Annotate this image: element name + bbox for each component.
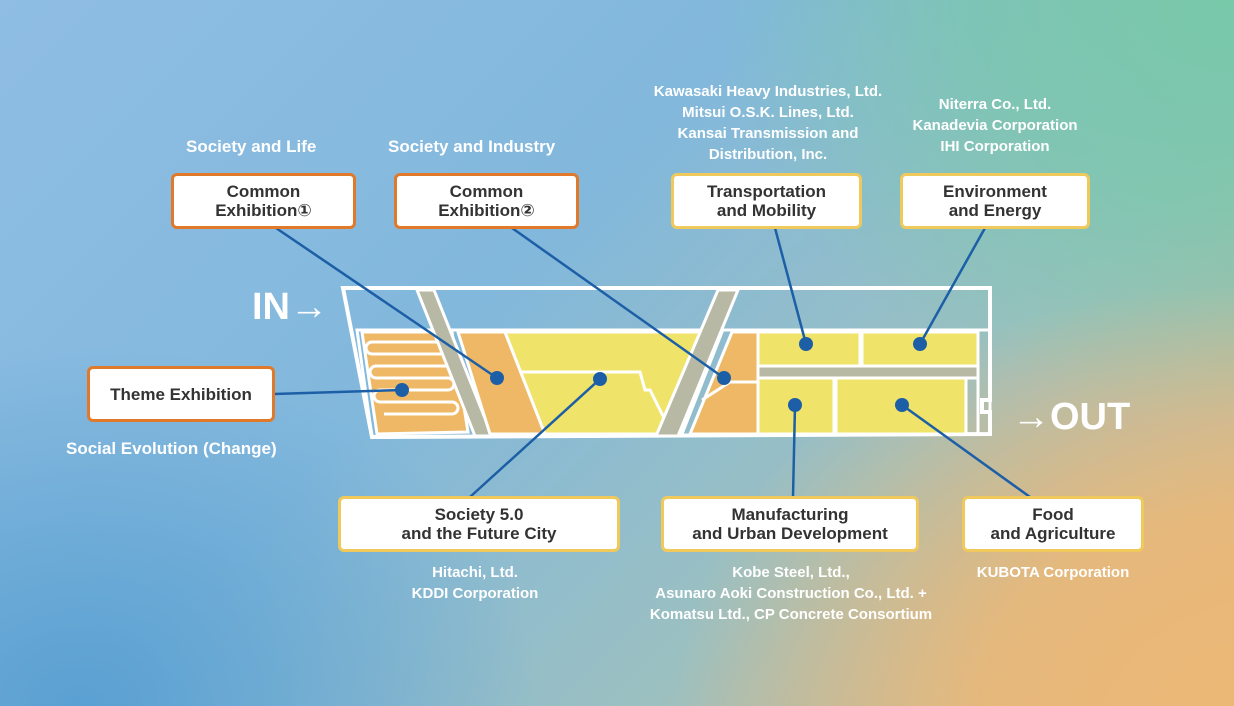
common-exhibition-2-path [701, 380, 758, 402]
connector-common-2 [511, 226, 725, 380]
sponsors-food: KUBOTA Corporation [958, 562, 1148, 583]
sponsor-line: Kansai Transmission and [677, 125, 859, 142]
inner-outline [355, 328, 992, 439]
dot-food [895, 398, 909, 412]
dot-theme [395, 383, 409, 397]
sponsors-society-50: Hitachi, Ltd. KDDI Corporation [390, 562, 560, 604]
box-food-agriculture[interactable]: Food and Agriculture [962, 496, 1144, 552]
sponsor-line: Distribution, Inc. [708, 146, 828, 163]
box-theme-exhibition[interactable]: Theme Exhibition [87, 366, 275, 422]
box-transportation-mobility[interactable]: Transportation and Mobility [671, 173, 862, 229]
sponsor-line: IHI Corporation [940, 138, 1050, 155]
dot-environment [913, 337, 927, 351]
box-society-50[interactable]: Society 5.0 and the Future City [338, 496, 620, 552]
connector-environment [918, 227, 987, 345]
sponsor-line: KUBOTA Corporation [976, 564, 1130, 581]
connector-transportation [773, 227, 808, 345]
dot-common-1 [490, 371, 504, 385]
sponsor-line: Niterra Co., Ltd. [938, 96, 1052, 113]
box-common-exhibition-2[interactable]: Common Exhibition② [394, 173, 579, 229]
corridor-1 [414, 288, 495, 438]
sponsors-environment: Niterra Co., Ltd. Kanadevia Corporation … [898, 94, 1092, 157]
box-environment-energy[interactable]: Environment and Energy [900, 173, 1090, 229]
entrance-label: IN→ [252, 286, 328, 328]
sponsor-line: Kobe Steel, Ltd., [732, 564, 850, 581]
theme-exhibition-zone [360, 330, 470, 436]
caption-society-and-life: Society and Life [186, 137, 317, 156]
box-manufacturing[interactable]: Manufacturing and Urban Development [661, 496, 919, 552]
sponsor-line: Hitachi, Ltd. [432, 564, 518, 581]
sponsor-line: Kawasaki Heavy Industries, Ltd. [653, 83, 883, 100]
connector-food [901, 403, 1031, 499]
dot-common-2 [717, 371, 731, 385]
caption-society-and-industry: Society and Industry [388, 137, 556, 156]
aisle [756, 364, 980, 380]
box-common-exhibition-1[interactable]: Common Exhibition① [171, 173, 356, 229]
sponsor-line: Kanadevia Corporation [912, 117, 1078, 134]
connector-theme [273, 388, 403, 396]
sponsor-line: KDDI Corporation [411, 585, 539, 602]
sponsors-transportation: Kawasaki Heavy Industries, Ltd. Mitsui O… [640, 81, 896, 165]
connector-manufacturing [791, 404, 797, 498]
sponsor-line: Asunaro Aoki Construction Co., Ltd. + [655, 585, 927, 602]
dot-transportation [799, 337, 813, 351]
connector-common-1 [275, 226, 498, 380]
sponsors-manufacturing: Kobe Steel, Ltd., Asunaro Aoki Construct… [624, 562, 958, 625]
exit-label: →OUT [1012, 396, 1131, 438]
end-zone [964, 376, 980, 436]
connector-society-50 [469, 378, 601, 498]
sponsor-line: Komatsu Ltd., CP Concrete Consortium [649, 606, 933, 623]
dot-manufacturing [788, 398, 802, 412]
dot-society-50 [593, 372, 607, 386]
caption-social-evolution: Social Evolution (Change) [66, 439, 277, 458]
sponsor-line: Mitsui O.S.K. Lines, Ltd. [682, 104, 854, 121]
corridor-2 [653, 288, 741, 438]
